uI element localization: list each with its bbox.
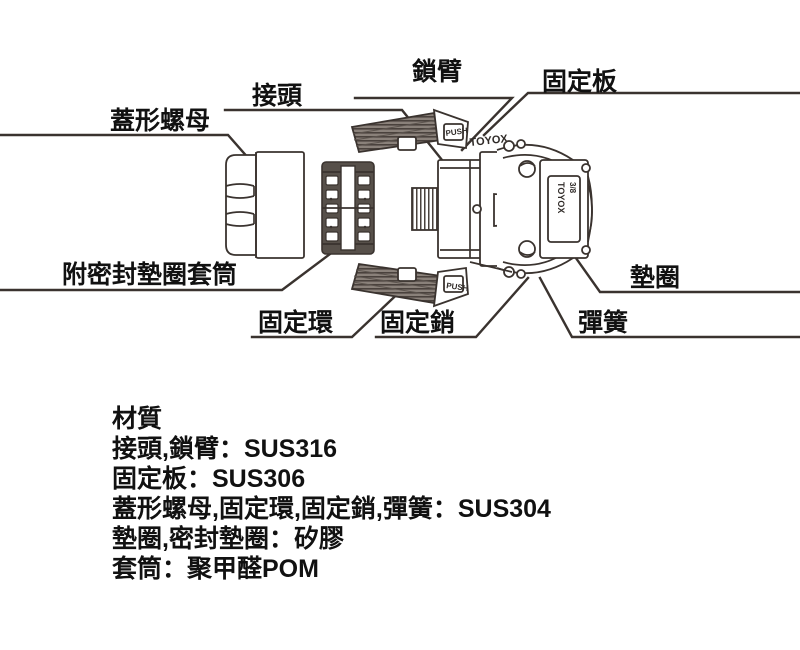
svg-text:3/8: 3/8	[568, 182, 577, 194]
materials-line: 套筒：聚甲醛POM	[112, 555, 319, 583]
callout-joint: 接頭	[252, 82, 303, 110]
materials-line: 蓋形螺母,固定環,固定銷,彈簧：SUS304	[112, 495, 551, 523]
callout-cap-nut: 蓋形螺母	[110, 107, 211, 135]
leader-retaining-pin	[374, 276, 530, 339]
callout-washer: 墊圈	[630, 264, 681, 292]
callout-sleeve-gasket: 附密封墊圈套筒	[62, 261, 238, 289]
part-retaining-ring	[397, 136, 417, 282]
part-washer	[581, 163, 593, 255]
leader-washer	[564, 242, 800, 294]
svg-text:TOYOX: TOYOX	[556, 182, 566, 213]
part-spring	[518, 160, 536, 258]
svg-text:PUSH: PUSH	[446, 281, 469, 293]
leader-sleeve-gasket	[0, 246, 340, 292]
part-lock-arm-lower: PUSH	[350, 262, 469, 308]
callout-spring: 彈簧	[578, 309, 629, 337]
materials-line: 墊圈,密封墊圈：矽膠	[112, 525, 344, 553]
materials-heading: 材質	[112, 405, 163, 433]
part-cap-nut	[225, 151, 305, 259]
callout-retaining-pin: 固定銷	[380, 309, 456, 337]
callout-retaining-ring: 固定環	[258, 309, 334, 337]
materials-line: 固定板：SUS306	[112, 465, 306, 493]
materials-line: 接頭,鎖臂：SUS316	[112, 435, 338, 463]
part-sleeve-with-gasket	[321, 161, 375, 255]
callout-fixing-plate: 固定板	[542, 68, 618, 96]
leader-cap-nut	[0, 133, 252, 162]
svg-text:TOYOX: TOYOX	[469, 133, 509, 149]
leader-retaining-ring	[250, 282, 410, 339]
part-fixing-plate: TOYOX 3/8 TOYOX	[469, 133, 593, 275]
materials-list: 材質 接頭,鎖臂：SUS316 固定板：SUS306 蓋形螺母,固定環,固定銷,…	[112, 404, 551, 584]
leader-spring	[538, 276, 800, 339]
callout-lock-arm: 鎖臂	[412, 58, 463, 86]
leader-fixing-plate	[482, 91, 800, 137]
part-retaining-pin	[469, 139, 526, 279]
part-lock-arm-upper: PUSH	[350, 108, 469, 154]
svg-text:PUSH: PUSH	[445, 126, 468, 138]
leader-lock-arm	[353, 96, 515, 152]
leader-lines	[0, 91, 800, 339]
